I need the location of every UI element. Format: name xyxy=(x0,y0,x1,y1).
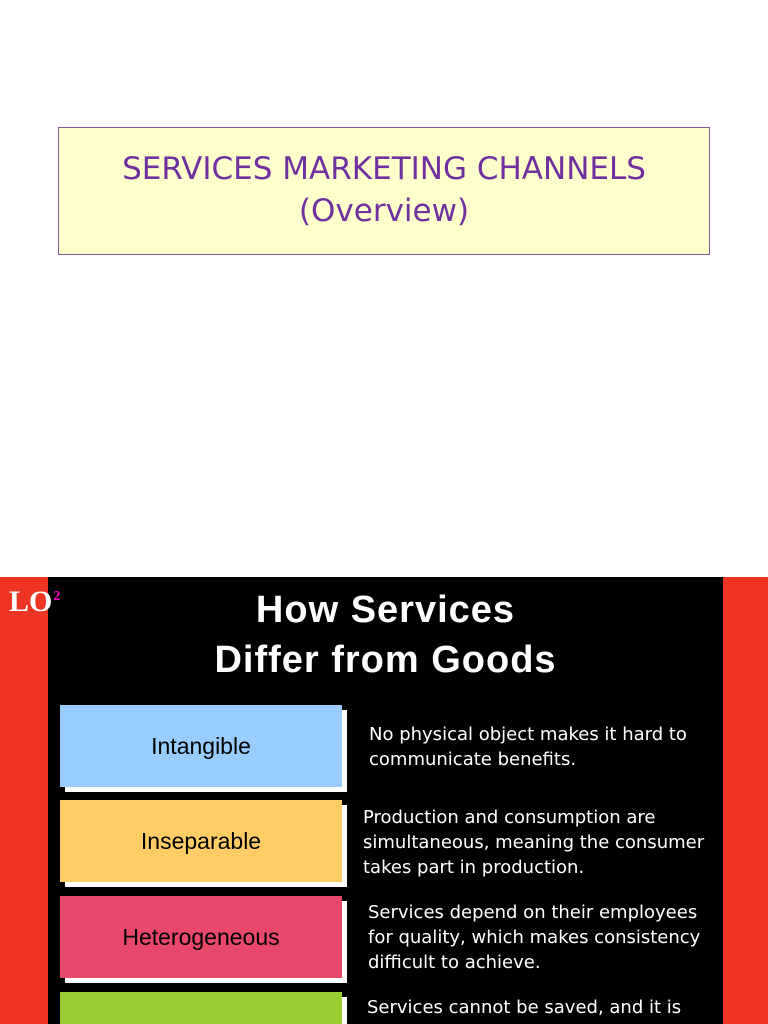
characteristic-description-perishable: Services cannot be saved, and it is xyxy=(367,997,682,1018)
slide-heading: How Services Differ from Goods xyxy=(48,585,723,685)
characteristic-box-inseparable: Inseparable xyxy=(60,800,342,882)
learning-objective-label: LO2 xyxy=(9,587,60,617)
lo-text: LO xyxy=(9,585,53,618)
heading-line2: Differ from Goods xyxy=(214,639,557,681)
right-red-bar xyxy=(723,577,768,1024)
characteristic-description-inseparable: Production and consumption are simultane… xyxy=(363,807,705,878)
characteristic-description-intangible: No physical object makes it hard to comm… xyxy=(369,724,687,770)
characteristic-box-heterogeneous: Heterogeneous xyxy=(60,896,342,978)
lo-number: 2 xyxy=(53,589,61,604)
characteristic-box-intangible: Intangible xyxy=(60,705,342,787)
slide-title-line1: SERVICES MARKETING CHANNELS xyxy=(122,151,646,188)
characteristic-description-heterogeneous: Services depend on their employees for q… xyxy=(368,902,701,973)
heading-line1: How Services xyxy=(255,589,516,631)
slide-services-marketing-channels: SERVICES MARKETING CHANNELS (Overview) xyxy=(58,127,710,255)
left-red-bar xyxy=(0,577,48,1024)
title-box: SERVICES MARKETING CHANNELS (Overview) xyxy=(58,127,710,255)
slide-title-line2: (Overview) xyxy=(298,193,470,229)
characteristic-box-perishable: Perishable xyxy=(60,992,342,1024)
slide-how-services-differ: LO2 How Services Differ from Goods Intan… xyxy=(0,577,768,1024)
